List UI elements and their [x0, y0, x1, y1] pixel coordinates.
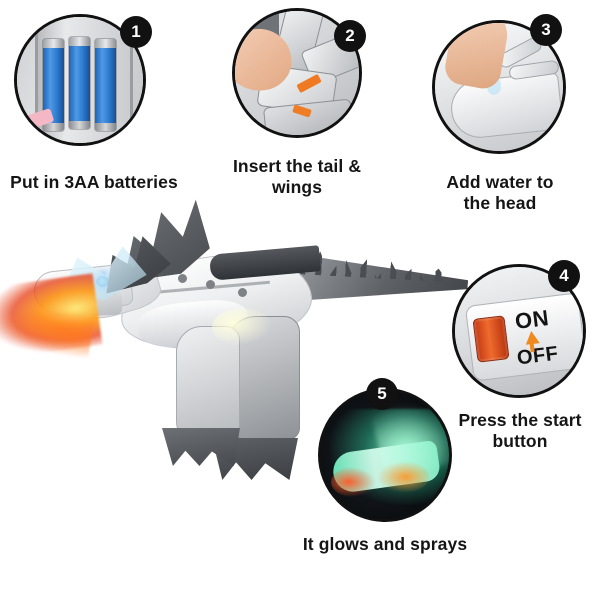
battery-cell — [43, 39, 64, 131]
battery-cell — [69, 37, 90, 129]
step-1-photo — [14, 14, 146, 146]
step-5-photo — [318, 388, 452, 522]
step-2-caption: Insert the tail & wings — [232, 156, 362, 197]
dino-body-dot — [178, 274, 187, 283]
step-3-caption: Add water to the head — [446, 172, 554, 213]
step-4-photo: ON OFF — [452, 264, 586, 398]
step-4-caption: Press the start button — [458, 410, 582, 451]
step-1-caption: Put in 3AA batteries — [10, 172, 178, 192]
dino-body-dot — [206, 280, 215, 289]
step-3-callout: 3 Add water to the head — [432, 14, 566, 213]
dino-front-leg — [176, 326, 240, 440]
power-switch — [472, 315, 510, 363]
battery-cell — [95, 39, 116, 131]
red-glow — [331, 467, 375, 497]
step-2-callout: 2 Insert the tail & wings — [232, 8, 366, 197]
main-product-illustration — [0, 190, 470, 530]
dino-belly-light — [212, 308, 272, 346]
step-5-callout: 5 It glows and sprays — [303, 378, 467, 554]
step-4-callout: ON OFF 4 Press the start button — [452, 260, 586, 451]
switch-arrow-icon — [524, 330, 540, 345]
step-1-number-badge: 1 — [120, 16, 152, 48]
step-5-number-badge: 5 — [366, 378, 398, 410]
step-5-caption: It glows and sprays — [302, 534, 468, 554]
dino-body-dot — [238, 288, 247, 297]
step-3-number-badge: 3 — [530, 14, 562, 46]
orange-glow — [377, 461, 429, 493]
dino-front-foot — [162, 428, 240, 466]
step-4-number-badge: 4 — [548, 260, 580, 292]
step-1-callout: 1 Put in 3AA batteries — [10, 14, 178, 192]
step-2-number-badge: 2 — [334, 20, 366, 52]
